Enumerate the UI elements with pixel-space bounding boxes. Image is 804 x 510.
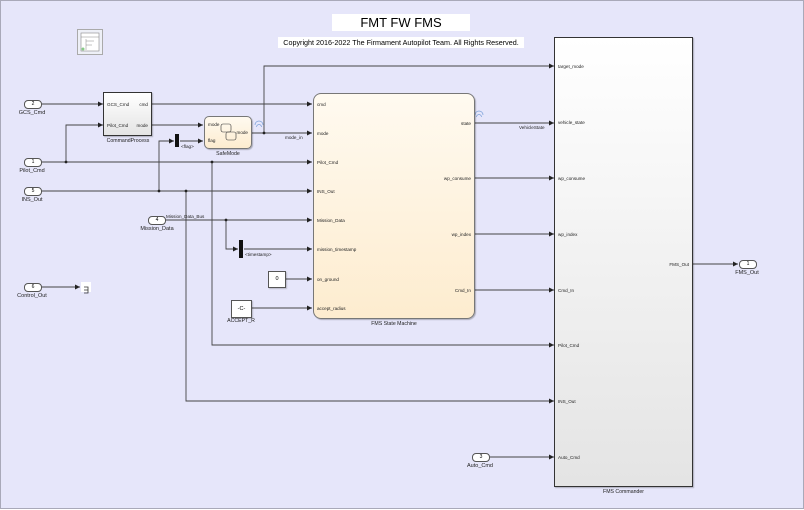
signal-label: mode_in xyxy=(285,135,303,140)
wire-ins-out-to-flag xyxy=(158,138,174,191)
wire-target-mode xyxy=(263,63,554,133)
wire-ins-out-to-commander xyxy=(185,191,554,404)
selector-label: <timestamp> xyxy=(245,252,272,257)
inport-label: GCS_Cmd xyxy=(18,110,46,116)
inport-label: Mission_Data xyxy=(140,226,174,232)
port-label: Mission_Data xyxy=(317,218,345,223)
port-label: Cmd_In xyxy=(558,288,575,293)
constant-zero-block[interactable]: 0 xyxy=(268,271,286,288)
port-label: accept_radius xyxy=(317,306,346,311)
inport-pilot-cmd[interactable]: 1 xyxy=(24,158,42,167)
port-label: Pilot_Cmd xyxy=(317,160,339,165)
port-label: FMS_Out xyxy=(669,262,689,267)
junction xyxy=(224,218,228,222)
block-name: ACCEPT_R xyxy=(227,318,255,324)
port-label: GCS_Cmd xyxy=(107,102,130,107)
inport-label: Auto_Cmd xyxy=(467,463,493,469)
wire-mission-to-timestamp xyxy=(225,220,238,252)
bus-selector-flag[interactable] xyxy=(175,134,179,147)
port-label: mission_timestamp xyxy=(317,247,357,252)
port-label: INS_Out xyxy=(317,189,335,194)
port-label: Pilot_Cmd xyxy=(558,343,580,348)
wire-pilot-cmd-to-cp xyxy=(65,122,103,162)
fms-commander-block[interactable]: target_mode vehicle_state wp_consume wp_… xyxy=(554,37,693,487)
inport-control-out[interactable]: 6 xyxy=(24,283,42,292)
terminator-block[interactable] xyxy=(81,282,91,294)
diagram-title: FMT FW FMS xyxy=(332,14,470,31)
inport-auto-cmd[interactable]: 3 xyxy=(472,453,490,462)
bus-selector-timestamp[interactable] xyxy=(239,240,243,258)
fms-state-machine-chart[interactable]: cmd mode Pilot_Cmd INS_Out Mission_Data … xyxy=(313,93,475,319)
port-label: vehicle_state xyxy=(558,120,585,125)
port-label: mode xyxy=(236,130,249,135)
inport-label: Pilot_Cmd xyxy=(19,168,45,174)
junction xyxy=(210,160,214,164)
junction xyxy=(184,189,188,193)
inport-ins-out[interactable]: 5 xyxy=(24,187,42,196)
port-label: Pilot_Cmd xyxy=(107,123,129,128)
port-label: on_ground xyxy=(317,277,339,282)
outport-fms-out[interactable]: 1 xyxy=(739,260,757,269)
port-label: wp_consume xyxy=(443,176,471,181)
port-label: wp_consume xyxy=(558,176,586,181)
inport-gcs-cmd[interactable]: 2 xyxy=(24,100,42,109)
port-label: wp_index xyxy=(558,232,578,237)
inport-label: Control_Out xyxy=(17,293,47,299)
port-label: mode xyxy=(136,123,149,128)
copyright-notice: Copyright 2016-2022 The Firmament Autopi… xyxy=(278,37,524,48)
command-process-block[interactable]: GCS_Cmd Pilot_Cmd cmd mode xyxy=(103,92,152,136)
wire-pilot-cmd-to-commander xyxy=(211,162,554,348)
outport-label: FMS_Out xyxy=(735,270,759,276)
block-name: FMS State Machine xyxy=(371,321,417,327)
port-label: cmd xyxy=(317,102,326,107)
inport-label: INS_Out xyxy=(21,197,43,203)
signal-label: Mission_Data_Bus xyxy=(166,214,205,219)
block-name: FMS Commander xyxy=(603,489,644,495)
signal-logging-icon xyxy=(254,110,484,128)
signal-label: VehicleState xyxy=(519,125,545,130)
port-label: cmd xyxy=(139,102,148,107)
port-label: mode xyxy=(208,122,220,127)
model-info-icon[interactable] xyxy=(77,29,103,55)
junction xyxy=(157,189,161,193)
junction xyxy=(262,131,266,135)
port-label: wp_index xyxy=(451,232,471,237)
port-label: Auto_Cmd xyxy=(558,455,580,460)
port-label: INS_Out xyxy=(558,399,576,404)
port-label: Cmd_In xyxy=(454,288,471,293)
junction xyxy=(64,160,68,164)
accept-r-block[interactable]: -C- xyxy=(231,300,252,318)
port-label: flag xyxy=(208,138,216,143)
port-label: mode xyxy=(317,131,329,136)
safe-mode-chart[interactable]: mode flag mode xyxy=(204,116,252,149)
port-label: state xyxy=(461,121,471,126)
block-name: CommandProcess xyxy=(106,138,150,144)
stateflow-icon xyxy=(220,123,237,141)
inport-mission-data[interactable]: 4 xyxy=(148,216,166,225)
port-label: target_mode xyxy=(558,64,584,69)
selector-label: <flag> xyxy=(181,144,194,149)
block-name: SafeMode xyxy=(216,151,240,157)
